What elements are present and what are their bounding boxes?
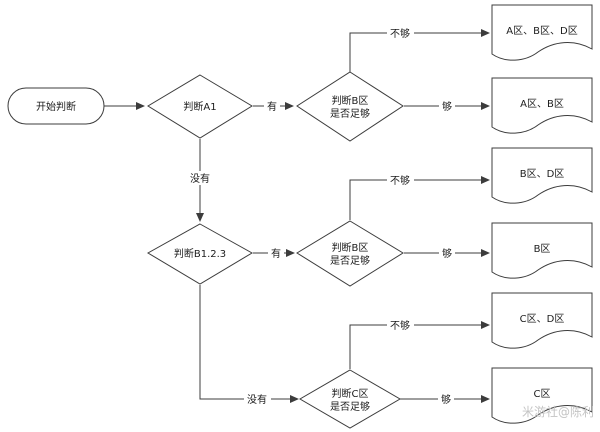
start-node <box>7 87 105 125</box>
edge-label-b123-no: 没有 <box>244 392 271 406</box>
watermark-text: 米游社@陈利 <box>522 404 594 419</box>
decision-b-mid-label-line1: 判断B区 <box>332 241 369 254</box>
edge-label-text: 够 <box>442 248 452 260</box>
edge-label-bmid-enough: 够 <box>439 246 455 260</box>
edge-label-bg <box>264 99 280 113</box>
edge-label-bg <box>268 246 284 260</box>
edge-label-text: 没有 <box>247 393 267 406</box>
document-label: B区、D区 <box>520 168 565 180</box>
decision-a1-node <box>147 74 253 139</box>
edge-label-btop-enough: 够 <box>439 99 455 113</box>
edge-label-bg <box>244 392 271 406</box>
document-label: C区、D区 <box>520 313 565 325</box>
edge-label-text: 不够 <box>390 28 410 40</box>
decision-b-top-label-line2: 是否足够 <box>330 108 370 120</box>
edge-label-bg <box>439 246 455 260</box>
edge-btop-notenough-to-doc1 <box>349 29 490 72</box>
document-label: B区 <box>534 243 551 255</box>
edge-label-bmid-notenough: 不够 <box>387 173 414 187</box>
edge-label-a1-no: 没有 <box>187 171 214 185</box>
document-shape <box>491 367 593 424</box>
edge-label-text: 有 <box>271 247 281 260</box>
start-node-label: 开始判断 <box>36 100 76 113</box>
edge-label-bg <box>387 318 414 332</box>
edge-label-bg <box>439 99 455 113</box>
edge-c-notenough-to-doc5 <box>349 321 490 369</box>
edge-bmid-notenough-to-doc3 <box>349 176 490 220</box>
decision-c-label-line1: 判断C区 <box>332 387 369 400</box>
edge-label-c-notenough: 不够 <box>387 318 414 332</box>
document-shape <box>491 4 593 61</box>
edge-label-b123-yes: 有 <box>268 246 284 260</box>
edge-label-btop-notenough: 不够 <box>387 26 414 40</box>
document-shape <box>491 77 593 134</box>
edge-label-text: 不够 <box>390 320 410 332</box>
decision-b-mid-label-line2: 是否足够 <box>330 255 370 267</box>
edge-label-text: 有 <box>267 100 277 113</box>
document-node-6: C区 <box>491 367 593 424</box>
decision-b-mid-node <box>296 220 404 287</box>
edge-label-bg <box>187 171 214 185</box>
document-node-2: A区、B区 <box>491 77 593 134</box>
edge-label-c-enough: 够 <box>438 392 454 406</box>
document-node-5: C区、D区 <box>491 292 593 349</box>
document-shape <box>491 222 593 279</box>
decision-b123-node <box>146 223 254 285</box>
document-shape <box>491 292 593 349</box>
edge-label-bg <box>438 392 454 406</box>
decision-c-label-line2: 是否足够 <box>330 401 370 413</box>
document-shape <box>491 147 593 204</box>
edge-label-a1-yes: 有 <box>264 99 280 113</box>
decision-c-node <box>299 369 401 429</box>
edge-b123-no-to-c <box>199 285 299 403</box>
edge-label-bg <box>387 173 414 187</box>
edge-label-text: 够 <box>441 394 451 406</box>
document-node-4: B区 <box>491 222 593 279</box>
edge-label-text: 够 <box>442 101 452 113</box>
decision-b123-label: 判断B1.2.3 <box>174 247 226 260</box>
document-label: A区、B区、D区 <box>506 25 577 37</box>
document-node-3: B区、D区 <box>491 147 593 204</box>
decision-a1-label: 判断A1 <box>183 100 216 113</box>
document-node-1: A区、B区、D区 <box>491 4 593 61</box>
decision-b-top-label-line1: 判断B区 <box>332 94 369 107</box>
document-label: C区 <box>534 388 551 400</box>
edge-label-bg <box>387 26 414 40</box>
document-label: A区、B区 <box>520 98 564 110</box>
edge-label-text: 不够 <box>390 175 410 187</box>
edge-label-text: 没有 <box>190 172 210 185</box>
decision-b-top-node <box>296 71 404 142</box>
